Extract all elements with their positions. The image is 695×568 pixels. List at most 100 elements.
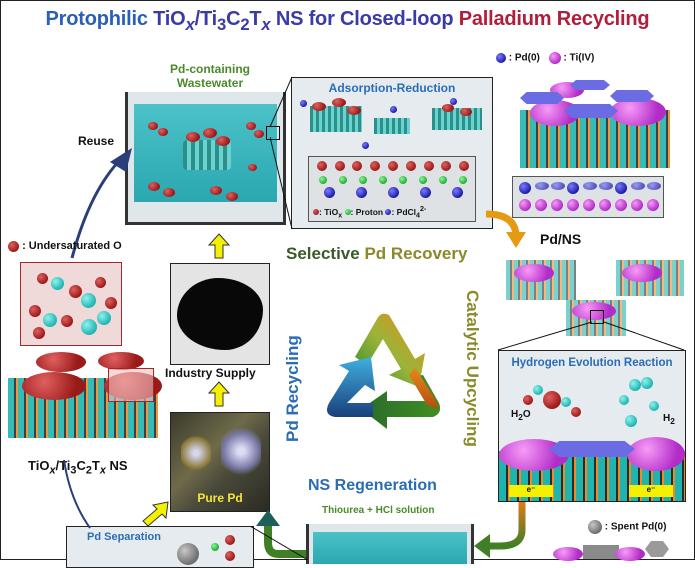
title-part: TiO — [153, 8, 186, 30]
tiox-particle — [148, 122, 158, 130]
tiox-particle — [332, 98, 346, 107]
ns-label-part: NS — [105, 458, 128, 473]
title-part: Protophilic — [45, 8, 154, 30]
o-atom — [95, 277, 106, 288]
ti4-atom — [535, 199, 547, 211]
h2o-molecule — [543, 391, 561, 409]
wastewater-label-line: Pd-containing — [170, 62, 250, 76]
pd0-atom — [647, 182, 661, 190]
title-part: NS for Closed-loop — [270, 8, 459, 30]
o-atom — [61, 315, 73, 327]
h2-molecule — [629, 379, 641, 391]
tiox-row — [313, 161, 473, 171]
ti4-particle — [572, 302, 616, 320]
undersaturated-o-icon — [8, 240, 19, 252]
catalyst-powder — [177, 278, 263, 350]
tiox-particle — [254, 130, 264, 138]
tiox-atom — [334, 161, 345, 171]
o-atom — [571, 407, 581, 417]
tiox-particle — [246, 122, 256, 130]
h2-label-sub: 2 — [670, 416, 675, 426]
legend-sub: x — [338, 211, 343, 220]
zoom-lines — [270, 77, 293, 230]
tiox-particle — [226, 192, 238, 201]
title-part: /Ti — [194, 8, 218, 30]
ti4-atom — [583, 199, 595, 211]
recycle-icon — [327, 313, 441, 429]
ti4-atom — [631, 199, 643, 211]
reuse-label: Reuse — [78, 134, 115, 148]
pd0-hexagon — [564, 104, 618, 118]
ti4-particle — [622, 264, 662, 282]
tiox-particle — [158, 128, 168, 136]
proton-atom — [419, 176, 427, 184]
her-title: Hydrogen Evolution Reaction — [511, 357, 673, 369]
pd-separation-panel: Pd Separation — [66, 526, 254, 568]
recycle-arrow-right — [409, 367, 439, 409]
pure-pd-arrow — [142, 501, 169, 527]
pd0-hexagon — [570, 80, 610, 90]
proton-atom — [439, 176, 447, 184]
pdcl4-ion — [450, 98, 457, 105]
ti-atom — [81, 293, 96, 308]
regeneration-beaker — [306, 524, 474, 564]
pd0-hexagon — [610, 90, 654, 102]
spent-pd-block — [583, 545, 619, 559]
o-atom — [523, 395, 533, 405]
industry-supply-image — [170, 263, 270, 365]
proton-atom — [399, 176, 407, 184]
proton-row — [313, 176, 473, 184]
ti-atom — [51, 277, 64, 290]
title-part: T — [249, 8, 262, 30]
h2o-label-part: H — [511, 409, 519, 420]
ti4-particle — [553, 547, 583, 561]
spent-pd-structure — [545, 541, 685, 561]
spent-pd-particle — [177, 543, 199, 565]
o-atom — [105, 297, 117, 309]
wastewater-label: Pd-containing Wastewater — [150, 62, 270, 90]
tiox-atom — [459, 161, 470, 171]
title-formula: TiOx/Ti3C2Tx NS for Closed-loop — [153, 8, 459, 34]
ti4-atom — [567, 199, 579, 211]
ti-atom — [81, 319, 97, 335]
tiox-particle — [203, 128, 217, 138]
pd0-hexagon — [520, 92, 564, 104]
pd0-atom — [631, 182, 645, 190]
pd0-atom — [551, 182, 565, 190]
pd0-atom — [615, 182, 627, 194]
legend-sup: 2- — [419, 205, 427, 213]
pdcl4-ion — [362, 142, 369, 149]
ti4-atom — [647, 199, 659, 211]
o-atom — [33, 327, 45, 339]
tiox-legend-icon — [313, 208, 319, 215]
tiox-atom — [405, 161, 416, 171]
pd-recycling-label: Pd Recycling — [283, 335, 302, 442]
ns-label-part: C — [76, 458, 86, 473]
tiox-particle — [460, 108, 472, 116]
regeneration-liquid — [313, 532, 467, 564]
tiox-particle — [36, 352, 86, 372]
up-arrow-yellow — [208, 233, 230, 259]
zoom-lines — [497, 321, 685, 351]
adsorption-panel: Adsorption-Reduction : TiOx : Proton : P… — [291, 77, 493, 229]
electron-arrow-left: e⁻ — [509, 485, 553, 497]
tiox-particle — [210, 186, 222, 195]
title-sub: x — [261, 15, 271, 34]
h-atom — [561, 397, 571, 407]
proton-atom — [359, 176, 367, 184]
recycle-arrow-left — [327, 357, 375, 417]
wastewater-beaker — [125, 92, 286, 225]
proton-atom — [379, 176, 387, 184]
ti4-particle — [514, 264, 554, 282]
zoom-box — [590, 310, 604, 324]
h2o-label: H2O — [511, 409, 531, 422]
pdcl4-legend-icon — [385, 208, 392, 215]
title-part: Palladium Recycling — [458, 8, 650, 30]
h2-label: H2 — [663, 413, 675, 426]
up-arrow-yellow — [208, 381, 230, 407]
ns-label-part: /Ti — [55, 458, 71, 473]
tiox-atom — [388, 161, 398, 171]
o-atom — [37, 273, 48, 284]
selective-recovery-label: Selective Pd Recovery — [286, 244, 467, 264]
industry-supply-label: Industry Supply — [165, 366, 256, 380]
